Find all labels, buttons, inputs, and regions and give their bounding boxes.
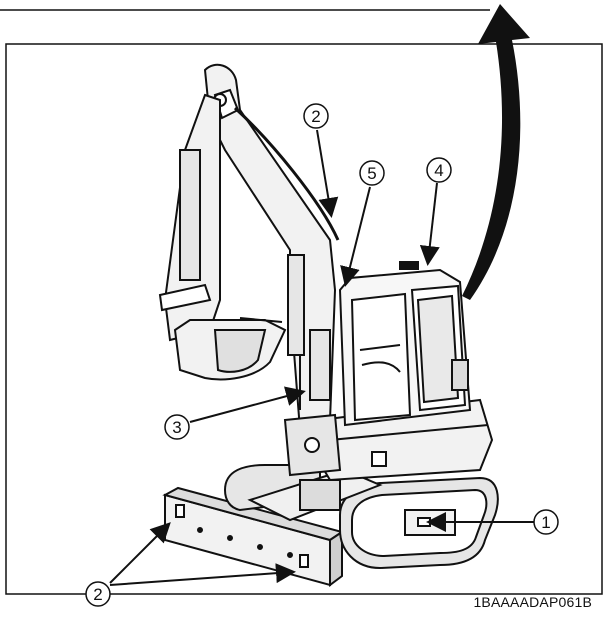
callout-2-top-label: 2 [311, 107, 320, 126]
callout-2-bottom-label: 2 [93, 585, 102, 604]
callout-4-label: 4 [434, 161, 443, 180]
cab [338, 261, 472, 427]
callout-3: 3 [164, 414, 190, 440]
bucket [173, 317, 287, 381]
callout-2-bottom: 2 [85, 581, 111, 607]
callout-4: 4 [426, 157, 452, 183]
dozer-blade [162, 486, 345, 587]
callout-3-label: 3 [172, 418, 181, 437]
callout-leaders [109, 129, 535, 586]
undercarriage [247, 468, 383, 522]
crawler-tracks [223, 464, 499, 570]
callout-5-label: 5 [367, 164, 376, 183]
lift-arrow [462, 4, 530, 300]
callout-1: 1 [533, 509, 559, 535]
figure-code: 1BAAAADAP061B [473, 594, 592, 610]
callout-2-top: 2 [303, 103, 329, 129]
arm [158, 93, 221, 342]
boom-swing-bracket [283, 413, 342, 477]
callout-1-label: 1 [541, 513, 550, 532]
callout-5: 5 [359, 160, 385, 186]
